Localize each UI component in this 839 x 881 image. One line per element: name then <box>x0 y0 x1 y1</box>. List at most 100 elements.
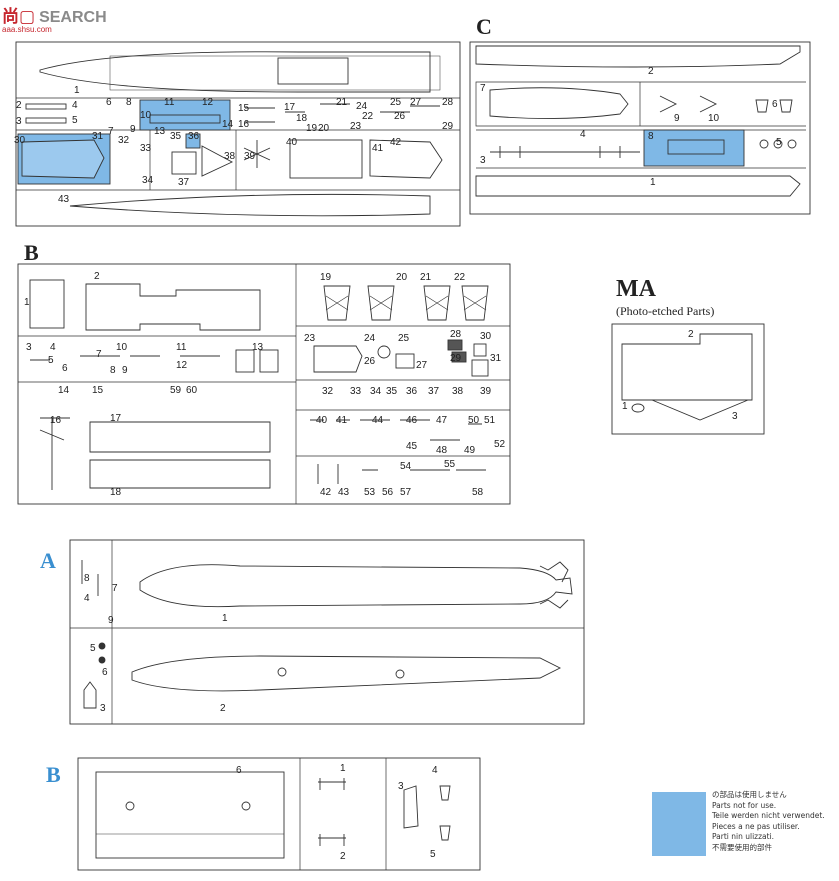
part-label: 21 <box>336 97 348 108</box>
part-label: 42 <box>320 487 332 498</box>
part-label: 29 <box>442 121 454 132</box>
part-label: 45 <box>406 441 418 452</box>
part-label: 1 <box>24 297 30 308</box>
part-label: 29 <box>450 353 462 364</box>
part-label: 41 <box>336 415 348 426</box>
legend-line-en: Parts not for use. <box>712 800 777 810</box>
legend-line-cn: 不需要使用的部件 <box>712 842 772 852</box>
part-label: 8 <box>110 365 116 376</box>
part-label: 54 <box>400 461 412 472</box>
part-label: 37 <box>428 386 440 397</box>
legend-swatch <box>652 792 706 856</box>
part-label: 2 <box>648 66 654 77</box>
part-label: 52 <box>494 439 506 450</box>
part-label: 36 <box>188 131 200 142</box>
part-label: 6 <box>102 667 108 678</box>
part-label: 3 <box>100 703 106 714</box>
part-label: 2 <box>16 100 22 111</box>
part-label: 3 <box>16 116 22 127</box>
part-label: 34 <box>370 386 382 397</box>
part-label: 3 <box>398 781 404 792</box>
part-label: 24 <box>356 101 368 112</box>
part-label: 2 <box>688 329 694 340</box>
part-label: 1 <box>222 613 228 624</box>
part-label: 38 <box>224 151 236 162</box>
legend-line-de: Teile werden nicht verwendet. <box>712 811 825 820</box>
part-label: 7 <box>480 83 486 94</box>
part-label: 39 <box>480 386 492 397</box>
watermark-brand-en: SEARCH <box>39 9 107 26</box>
part-label: 22 <box>362 111 374 122</box>
legend-line-fr: Pieces a ne pas utiliser. <box>712 821 800 831</box>
part-label: 28 <box>450 329 462 340</box>
part-label: 50 <box>468 415 480 426</box>
part-label: 41 <box>372 143 384 154</box>
legend-text: の部品は使用しません Parts not for use. Teile werd… <box>712 790 825 853</box>
part-label: 4 <box>580 129 586 140</box>
part-label: 21 <box>420 272 432 283</box>
part-label: 8 <box>84 573 90 584</box>
legend-line-jp: の部品は使用しません <box>712 790 787 799</box>
part-label: 5 <box>72 115 78 126</box>
part-label: 38 <box>452 386 464 397</box>
part-label: 11 <box>176 342 187 353</box>
part-label: 31 <box>92 131 104 142</box>
sprue-MA-letter: MA <box>616 276 656 302</box>
part-label: 17 <box>284 102 296 113</box>
part-label: 40 <box>286 137 298 148</box>
watermark-logo: 尚▢SEARCH aaa.shsu.com <box>2 7 107 34</box>
part-label: 3 <box>732 411 738 422</box>
part-label: 9 <box>674 113 680 124</box>
part-label: 33 <box>140 143 152 154</box>
part-label: 59 <box>170 385 182 396</box>
legend-line-it: Parti nin ulizzati. <box>712 832 775 841</box>
part-label: 46 <box>406 415 418 426</box>
part-label: 5 <box>90 643 96 654</box>
part-label: 23 <box>350 121 362 132</box>
sprue-MA-subtitle: (Photo-etched Parts) <box>616 304 715 318</box>
part-label: 19 <box>320 272 332 283</box>
part-label: 6 <box>236 765 242 776</box>
part-label: 5 <box>776 137 782 148</box>
sprue-B <box>17 263 511 505</box>
watermark-brand-cn: 尚 <box>2 7 19 27</box>
part-label: 56 <box>382 487 394 498</box>
part-label: 32 <box>118 135 130 146</box>
part-label: 42 <box>390 137 402 148</box>
watermark-url: aaa.shsu.com <box>2 25 52 34</box>
part-label: 33 <box>350 386 362 397</box>
part-label: 13 <box>252 342 264 353</box>
part-label: 51 <box>484 415 496 426</box>
part-label: 3 <box>26 342 32 353</box>
part-label: 15 <box>238 103 250 114</box>
part-label: 8 <box>648 131 654 142</box>
part-label: 35 <box>170 131 182 142</box>
part-label: 6 <box>106 97 112 108</box>
part-label: 49 <box>464 445 476 456</box>
part-label: 3 <box>480 155 486 166</box>
part-label: 9 <box>108 615 114 626</box>
part-label: 6 <box>772 99 778 110</box>
part-label: 44 <box>372 415 384 426</box>
sprue-B-lower-letter: B <box>46 762 61 787</box>
part-label: 10 <box>140 110 152 121</box>
part-label: 18 <box>296 113 308 124</box>
part-label: 48 <box>436 445 448 456</box>
part-label: 40 <box>316 415 328 426</box>
part-label: 15 <box>92 385 104 396</box>
part-label: 60 <box>186 385 198 396</box>
part-label: 6 <box>62 363 68 374</box>
part-label: 26 <box>364 356 376 367</box>
part-label: 22 <box>454 272 466 283</box>
part-label: 57 <box>400 487 412 498</box>
sprue-A-letter: A <box>40 548 56 573</box>
part-label: 1 <box>74 85 80 96</box>
part-label: 30 <box>480 331 492 342</box>
part-label: 27 <box>410 97 422 108</box>
part-label: 7 <box>112 583 118 594</box>
part-label: 55 <box>444 459 456 470</box>
part-label: 10 <box>116 342 128 353</box>
part-label: 39 <box>244 151 256 162</box>
part-label: 32 <box>322 386 334 397</box>
